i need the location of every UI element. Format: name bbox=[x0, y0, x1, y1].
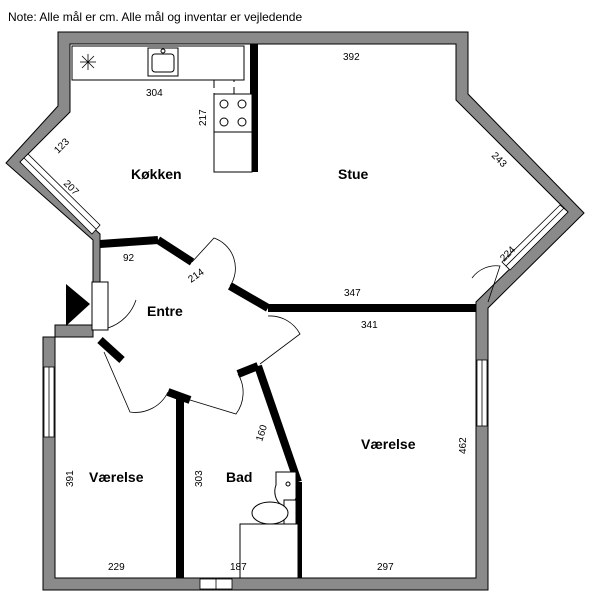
kitchen-counter-side bbox=[213, 131, 253, 173]
dim-bad-width: 187 bbox=[230, 562, 247, 573]
stove-burner-2 bbox=[237, 99, 247, 109]
wall-entre-top-diag bbox=[155, 236, 195, 266]
bath-niche bbox=[239, 523, 299, 579]
room-entre: Entre bbox=[147, 303, 183, 319]
windows bbox=[19, 153, 569, 590]
dim-entre-diag: 214 bbox=[186, 267, 206, 286]
dim-stue-diag: 243 bbox=[489, 150, 509, 170]
stove-burner-3 bbox=[219, 117, 229, 127]
dim-stue-bottom: 347 bbox=[344, 288, 361, 299]
door-entre-vaerelse-left bbox=[103, 351, 169, 413]
front-door-frame bbox=[91, 281, 109, 331]
wall-bad-diag bbox=[254, 364, 302, 484]
front-door-swing bbox=[107, 284, 137, 329]
stove-icon bbox=[213, 93, 253, 133]
toilet-icon bbox=[251, 501, 289, 525]
dim-vaerelse-left-height: 391 bbox=[65, 470, 76, 487]
room-kokken: Køkken bbox=[131, 166, 182, 182]
room-bad: Bad bbox=[226, 469, 252, 485]
window-stue-pane bbox=[505, 207, 565, 267]
dim-vaerelse-right-top: 341 bbox=[361, 320, 378, 331]
door-entre-bad bbox=[189, 373, 244, 415]
dim-vaerelse-left-width: 229 bbox=[108, 562, 125, 573]
room-stue: Stue bbox=[338, 166, 369, 182]
wall-stue-diag bbox=[227, 282, 271, 312]
stove-burner-4 bbox=[237, 117, 247, 127]
plan-note: Note: Alle mål er cm. Alle mål og invent… bbox=[8, 10, 302, 24]
door-entre-kokken bbox=[191, 237, 236, 287]
dim-entre-top: 92 bbox=[123, 253, 135, 264]
kitchen-fixtures bbox=[71, 45, 253, 173]
wall-entre-top-left bbox=[99, 236, 159, 248]
doors bbox=[91, 237, 501, 415]
stove-burner-1 bbox=[219, 99, 229, 109]
dim-vaerelse-right-width: 297 bbox=[377, 562, 394, 573]
window-kokken-pane bbox=[23, 157, 97, 230]
room-vaerelse-right: Værelse bbox=[361, 436, 416, 452]
dim-kokken-height: 217 bbox=[198, 109, 209, 126]
kitchen-sink-basin bbox=[151, 53, 175, 73]
entrance-arrow-icon bbox=[66, 284, 90, 326]
room-vaerelse-left: Værelse bbox=[89, 469, 144, 485]
kitchen-tap bbox=[160, 48, 166, 54]
dim-kokken-width: 304 bbox=[146, 88, 163, 99]
bathroom-fixtures bbox=[239, 471, 299, 579]
wall-entre-left-bottom bbox=[97, 337, 125, 363]
dim-bad-height: 303 bbox=[194, 470, 205, 487]
dim-bad-diag: 160 bbox=[254, 423, 270, 443]
door-entre-vaerelse-right bbox=[259, 315, 301, 365]
exhaust-fan-icon bbox=[80, 54, 96, 70]
dim-vaerelse-right-height: 462 bbox=[458, 437, 469, 454]
dim-stue-top: 392 bbox=[343, 52, 360, 63]
door-stue-balcony bbox=[471, 265, 501, 303]
washbasin-drain bbox=[285, 481, 291, 487]
dim-kokken-diag-top: 123 bbox=[52, 136, 72, 156]
